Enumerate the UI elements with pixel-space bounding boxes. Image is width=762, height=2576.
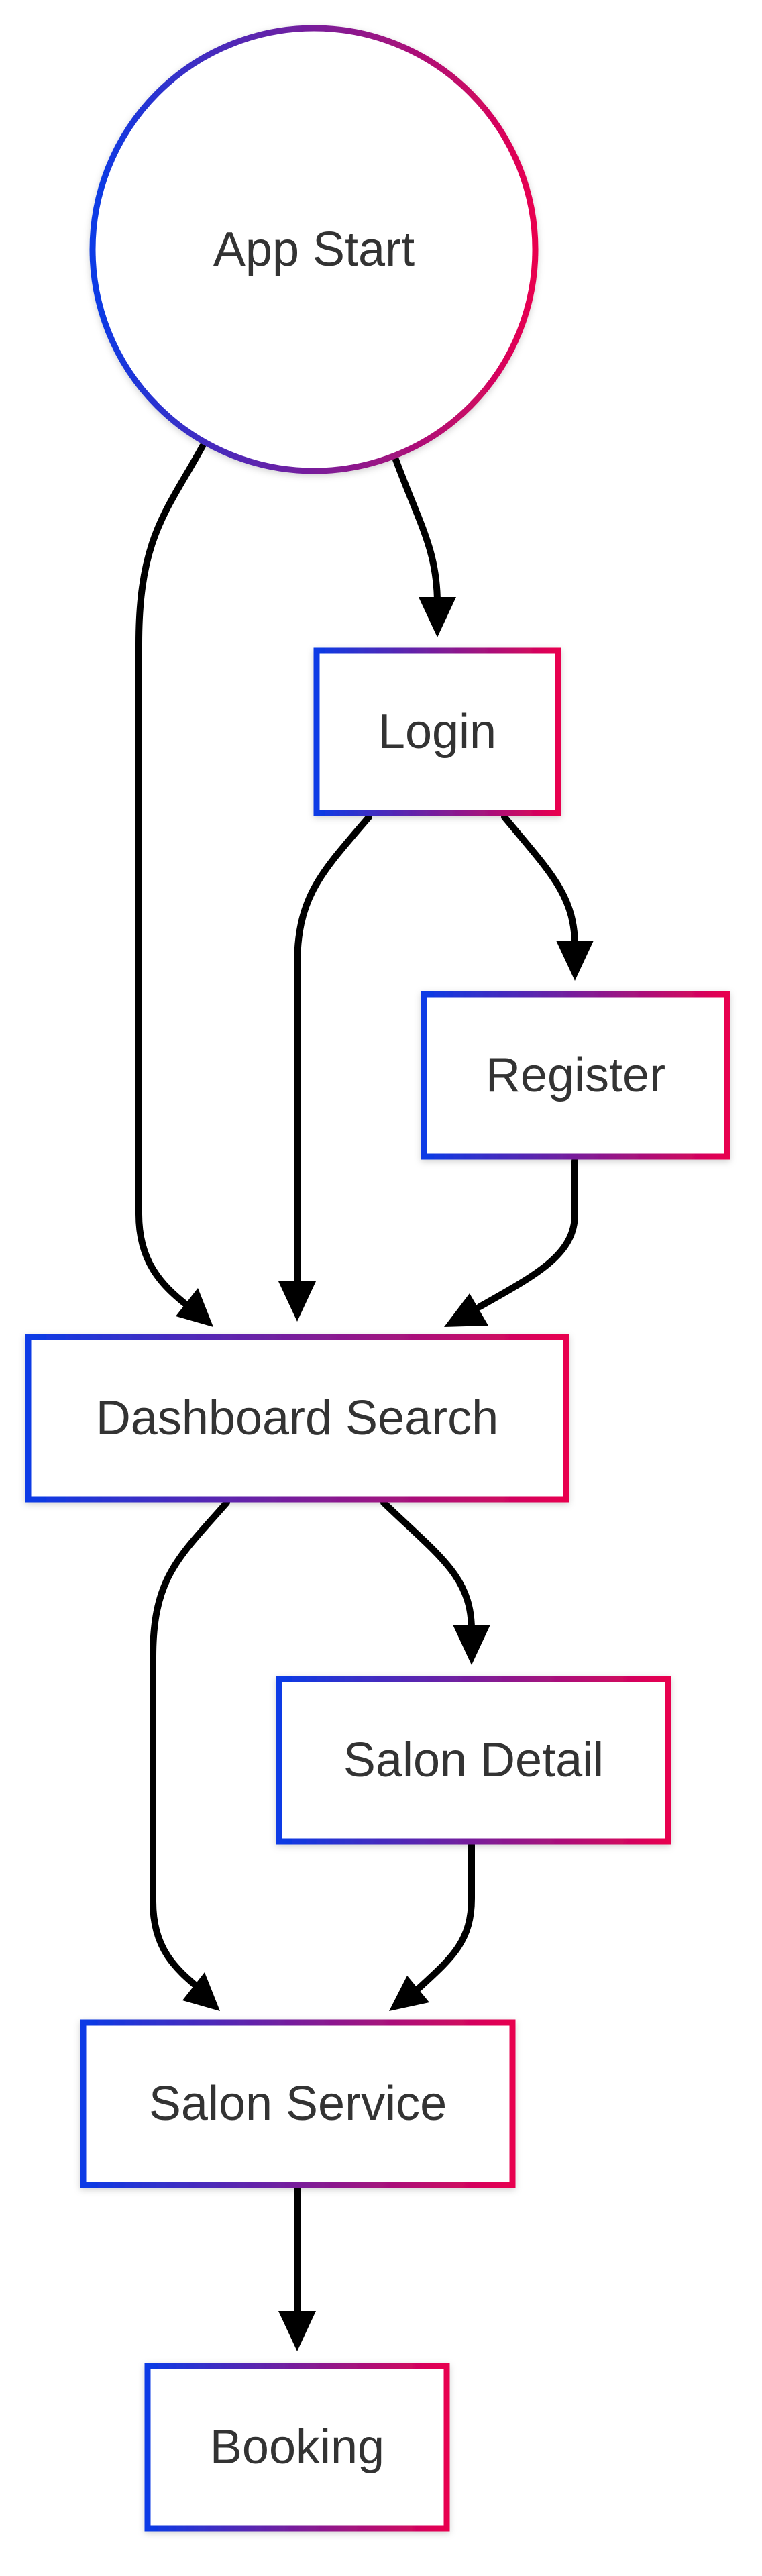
node-booking: Booking (144, 2363, 450, 2532)
edges-group (135, 443, 594, 2351)
node-login-label: Login (378, 705, 496, 759)
arrowhead-login-to-dashboard-search (278, 1281, 316, 1322)
node-dashboard-search: Dashboard Search (25, 1334, 569, 1503)
node-register-label: Register (486, 1049, 665, 1102)
edge-login-to-register (501, 814, 578, 949)
node-salon-detail-shape (276, 1676, 671, 1845)
node-register: Register (421, 991, 730, 1160)
node-booking-shape (144, 2363, 450, 2532)
node-salon-service-shape (80, 2019, 516, 2188)
node-salon-detail-label: Salon Detail (343, 1733, 604, 1787)
node-login-shape (313, 647, 561, 816)
node-app-start-shape (89, 25, 539, 474)
arrowhead-salon-service-to-booking (278, 2311, 316, 2351)
node-dashboard-search-label: Dashboard Search (96, 1391, 498, 1445)
node-dashboard-search-shape (25, 1334, 569, 1503)
node-register-shape (421, 991, 730, 1160)
arrowhead-dashboard-search-to-salon-detail (453, 1625, 490, 1665)
node-app-start: App Start (89, 25, 539, 474)
arrowhead-register-to-dashboard-search (444, 1293, 488, 1327)
edge-app-start-to-login (392, 456, 441, 607)
arrowhead-login-to-register (556, 941, 594, 981)
edge-dashboard-search-to-salon-detail (380, 1499, 475, 1633)
edge-salon-detail-to-salon-service (414, 1841, 475, 1993)
edge-dashboard-search-to-salon-service (150, 1499, 230, 1992)
arrowhead-dashboard-search-to-salon-service (182, 1972, 220, 2011)
edge-register-to-dashboard-search (476, 1157, 578, 1310)
edge-login-to-dashboard-search (294, 814, 372, 1285)
arrowhead-app-start-to-login (419, 597, 456, 637)
node-login: Login (313, 647, 561, 816)
arrowhead-app-start-to-dashboard-search (176, 1288, 213, 1327)
node-app-start-label: App Start (213, 223, 415, 276)
nodes-group: App Start Login Register Dashboard Searc… (25, 25, 730, 2532)
node-salon-service: Salon Service (80, 2019, 516, 2188)
arrowhead-salon-detail-to-salon-service (389, 1976, 429, 2011)
node-salon-service-label: Salon Service (149, 2077, 447, 2131)
node-booking-label: Booking (210, 2420, 384, 2474)
edge-app-start-to-dashboard-search (135, 443, 206, 1308)
node-salon-detail: Salon Detail (276, 1676, 671, 1845)
